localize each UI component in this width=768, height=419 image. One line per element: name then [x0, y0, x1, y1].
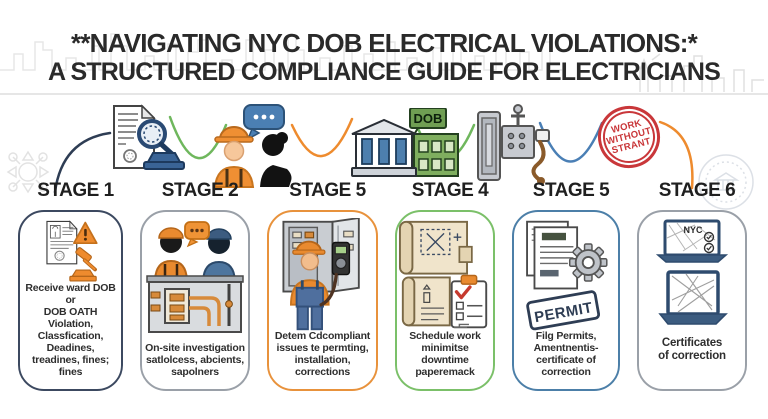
- connector-3: [290, 117, 354, 158]
- worker-conversation-icon: [213, 104, 292, 188]
- certificates-laptops-illustration: NYC: [655, 219, 729, 325]
- connector-6: [658, 120, 694, 190]
- connector-1: [53, 131, 112, 194]
- stage-label-4: STAGE 4: [411, 180, 489, 201]
- stage-card-2: On-site investigation satlolcess, abcien…: [140, 210, 250, 391]
- violation-document-magnifier-icon: [113, 104, 185, 170]
- stage-card-caption-6: Certificates of correction: [658, 336, 726, 362]
- stage-card-3: Detem Cdcompliant issues te permting, in…: [267, 210, 378, 391]
- stage-label-3: STAGE 5: [289, 180, 366, 201]
- stage-card-6: NYC Certificates of correction: [637, 210, 747, 391]
- stage-card-caption-1: Receive ward DOB or DOB OATH Violation, …: [25, 282, 116, 379]
- stage-label-2: STAGE 2: [161, 180, 239, 201]
- page-title: **NAVIGATING NYC DOB ELECTRICAL VIOLATIO…: [0, 28, 768, 87]
- stage-label-6: STAGE 6: [658, 180, 736, 201]
- stage-card-5: PERMIT Filg Permits, Amentnentis- certif…: [512, 210, 620, 391]
- stage-card-caption-3: Detem Cdcompliant issues te permting, in…: [274, 330, 371, 379]
- stage-card-caption-4: Schedule work minimitse downtime paperem…: [409, 330, 481, 379]
- nyc-skyline-graphic: [0, 33, 768, 95]
- violation-notice-illustration: [45, 220, 98, 282]
- dob-sign-label: DOB: [414, 111, 443, 126]
- blueprint-schedule-illustration: [398, 220, 488, 329]
- nyc-watermark-seal-icon: [698, 154, 754, 210]
- onsite-inspection-illustration: [146, 221, 244, 333]
- stage-labels-row: STAGE 1 STAGE 2 STAGE 5 STAGE 4 STAGE 5 …: [18, 180, 747, 202]
- stage-card-caption-5: Filg Permits, Amentnentis- certificate o…: [533, 330, 599, 379]
- laptop-screen-label: NYC: [683, 225, 703, 235]
- stage-label-5: STAGE 5: [532, 180, 610, 201]
- electrician-testing-illustration: [281, 218, 360, 331]
- left-crest-watermark: [6, 150, 50, 194]
- dob-building-icon: DOB: [351, 108, 459, 177]
- title-line-1: **NAVIGATING NYC DOB ELECTRICAL VIOLATIO…: [71, 28, 698, 58]
- permit-filing-illustration: PERMIT: [526, 220, 608, 331]
- title-line-2: A STRUCTURED COMPLIANCE GUIDE FOR ELECTR…: [47, 58, 721, 87]
- stage-card-1: Receive ward DOB or DOB OATH Violation, …: [18, 210, 123, 391]
- electrical-meter-icon: [477, 104, 550, 185]
- stage-card-4: Schedule work minimitse downtime paperem…: [395, 210, 495, 391]
- permit-stamp-icon: PERMIT: [526, 290, 601, 331]
- stage-card-caption-2: On-site investigation satlolcess, abcien…: [145, 342, 245, 379]
- stage-cards-row: Receive ward DOB or DOB OATH Violation, …: [18, 210, 747, 391]
- stage-icon-band: DOB: [0, 99, 768, 195]
- stage-label-1: STAGE 1: [37, 180, 114, 201]
